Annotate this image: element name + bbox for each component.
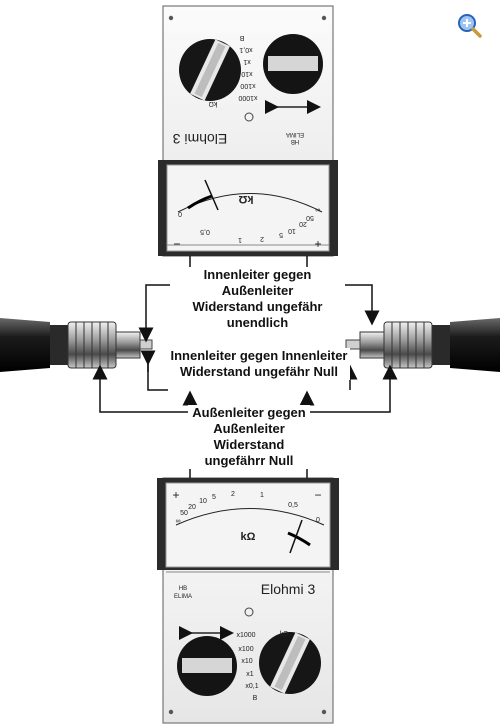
range-knob-top[interactable] <box>179 39 241 101</box>
meter-bottom-scale-tick-1: 50 <box>180 510 188 517</box>
meter-top-range-label-6: kΩ <box>209 100 218 107</box>
cable-left <box>0 318 50 372</box>
meter-bottom-brand-small: HB <box>179 586 187 592</box>
meter-bottom-brand: ELIMA <box>174 594 192 600</box>
meter-top-range-label-2: x1 <box>243 58 251 65</box>
zero-knob-top[interactable] <box>263 34 323 94</box>
zoom-in-icon[interactable] <box>456 12 482 38</box>
label-inner-to-outer: Innenleiter gegen Außenleiter Widerstand… <box>170 267 345 331</box>
label-bottom-line-3: Widerstand <box>213 437 285 452</box>
meter-top-scale-tick-1: 50 <box>306 214 314 221</box>
ohmmeter-bottom <box>157 477 339 724</box>
meter-bottom-scale-tick-8: 0 <box>316 517 320 524</box>
coax-connector-right <box>345 318 500 372</box>
meter-bottom-plus: + <box>172 488 179 502</box>
meter-bottom-range-label-3: x1 <box>246 671 254 678</box>
meter-bottom-minus: − <box>314 488 321 502</box>
meter-top-window <box>166 164 330 252</box>
meter-top-scale-tick-7: 0,5 <box>200 228 210 235</box>
meter-top-range-label-3: x10 <box>241 70 252 77</box>
pin-right <box>345 339 361 350</box>
knob-center-mark-bottom <box>244 607 254 617</box>
meter-top-range-label-1: x0,1 <box>239 46 252 53</box>
meter-top-unit: kΩ <box>238 193 253 205</box>
ohmmeter-top <box>158 5 338 257</box>
meter-top-brand: ELIMA <box>286 131 304 137</box>
meter-top-range-label-5: x1000 <box>238 94 257 101</box>
label-top-line-3: Widerstand ungefähr unendlich <box>192 299 323 330</box>
meter-bottom-range-unit: kΩ <box>280 631 289 638</box>
needle-zone-bottom <box>287 531 311 547</box>
coax-connector-left <box>0 318 153 372</box>
scale-arc-bottom <box>175 508 325 526</box>
meter-top-range-label-4: x100 <box>240 82 255 89</box>
meter-bottom-scale-tick-0: ∞ <box>176 518 181 525</box>
label-bottom-line-1: Außenleiter gegen <box>192 405 306 420</box>
meter-top-scale-tick-2: 20 <box>299 220 307 227</box>
knob-center-mark-top <box>244 112 254 122</box>
meter-bottom-range-label-1: x100 <box>238 646 253 653</box>
label-top-line-1: Innenleiter gegen <box>203 267 312 282</box>
meter-top-scale-tick-5: 2 <box>260 235 264 242</box>
wire-bottom-to-left-plug <box>92 364 191 478</box>
label-outer-to-outer: Außenleiter gegen Außenleiter Widerstand… <box>188 405 310 469</box>
meter-bottom-title: Elohmi 3 <box>261 581 316 597</box>
label-inner-to-inner: Innenleiter gegen Innenleiter Widerstand… <box>168 348 350 380</box>
meter-top-range-label-0: B <box>239 34 244 41</box>
label-bottom-line-2: Außenleiter <box>213 421 285 436</box>
meter-bottom-scale-tick-2: 20 <box>188 504 196 511</box>
meter-bottom-scale-tick-7: 0,5 <box>288 502 298 509</box>
meter-top-minus: − <box>173 237 180 251</box>
cable-right <box>450 318 500 372</box>
label-middle-line-2: Widerstand ungefähr Null <box>179 364 339 379</box>
needle-zone-top <box>187 194 213 210</box>
wire-bottom-to-right-plug <box>306 364 398 478</box>
meter-bottom-range-label-5: B <box>253 695 258 702</box>
range-knob-bottom[interactable] <box>259 632 321 694</box>
wire-mid-left <box>147 355 168 391</box>
meter-top-brand-small: HB <box>291 138 299 144</box>
meter-bottom-scale-tick-5: 2 <box>231 491 235 498</box>
meter-top-scale-tick-6: 1 <box>238 236 242 243</box>
meter-top-plus: + <box>314 237 321 251</box>
meter-bottom-range-label-4: x0,1 <box>245 683 258 690</box>
pin-left <box>139 339 153 350</box>
label-middle-line-1: Innenleiter gegen Innenleiter <box>170 348 348 363</box>
meter-bottom-window <box>165 482 331 568</box>
needle-top <box>204 179 219 211</box>
needle-bottom <box>289 519 303 554</box>
zero-knob-bottom[interactable] <box>177 636 237 696</box>
meter-top-title: Elohmi 3 <box>173 131 228 147</box>
label-bottom-line-4: ungefährr Null <box>204 453 294 468</box>
meter-bottom-scale-tick-3: 10 <box>199 498 207 505</box>
meter-bottom-scale-tick-4: 5 <box>212 494 216 501</box>
meter-bottom-unit: kΩ <box>241 531 256 543</box>
meter-top-scale-tick-8: 0 <box>178 210 182 217</box>
meter-bottom-range-label-0: x1000 <box>236 632 255 639</box>
meter-top-scale-tick-4: 5 <box>279 231 283 238</box>
meter-top-scale-tick-0: ∞ <box>316 206 321 213</box>
meter-bottom-range-label-2: x10 <box>241 658 252 665</box>
meter-bottom-scale-tick-6: 1 <box>260 492 264 499</box>
label-top-line-2: Außenleiter <box>221 283 294 298</box>
meter-top-scale-tick-3: 10 <box>288 227 296 234</box>
